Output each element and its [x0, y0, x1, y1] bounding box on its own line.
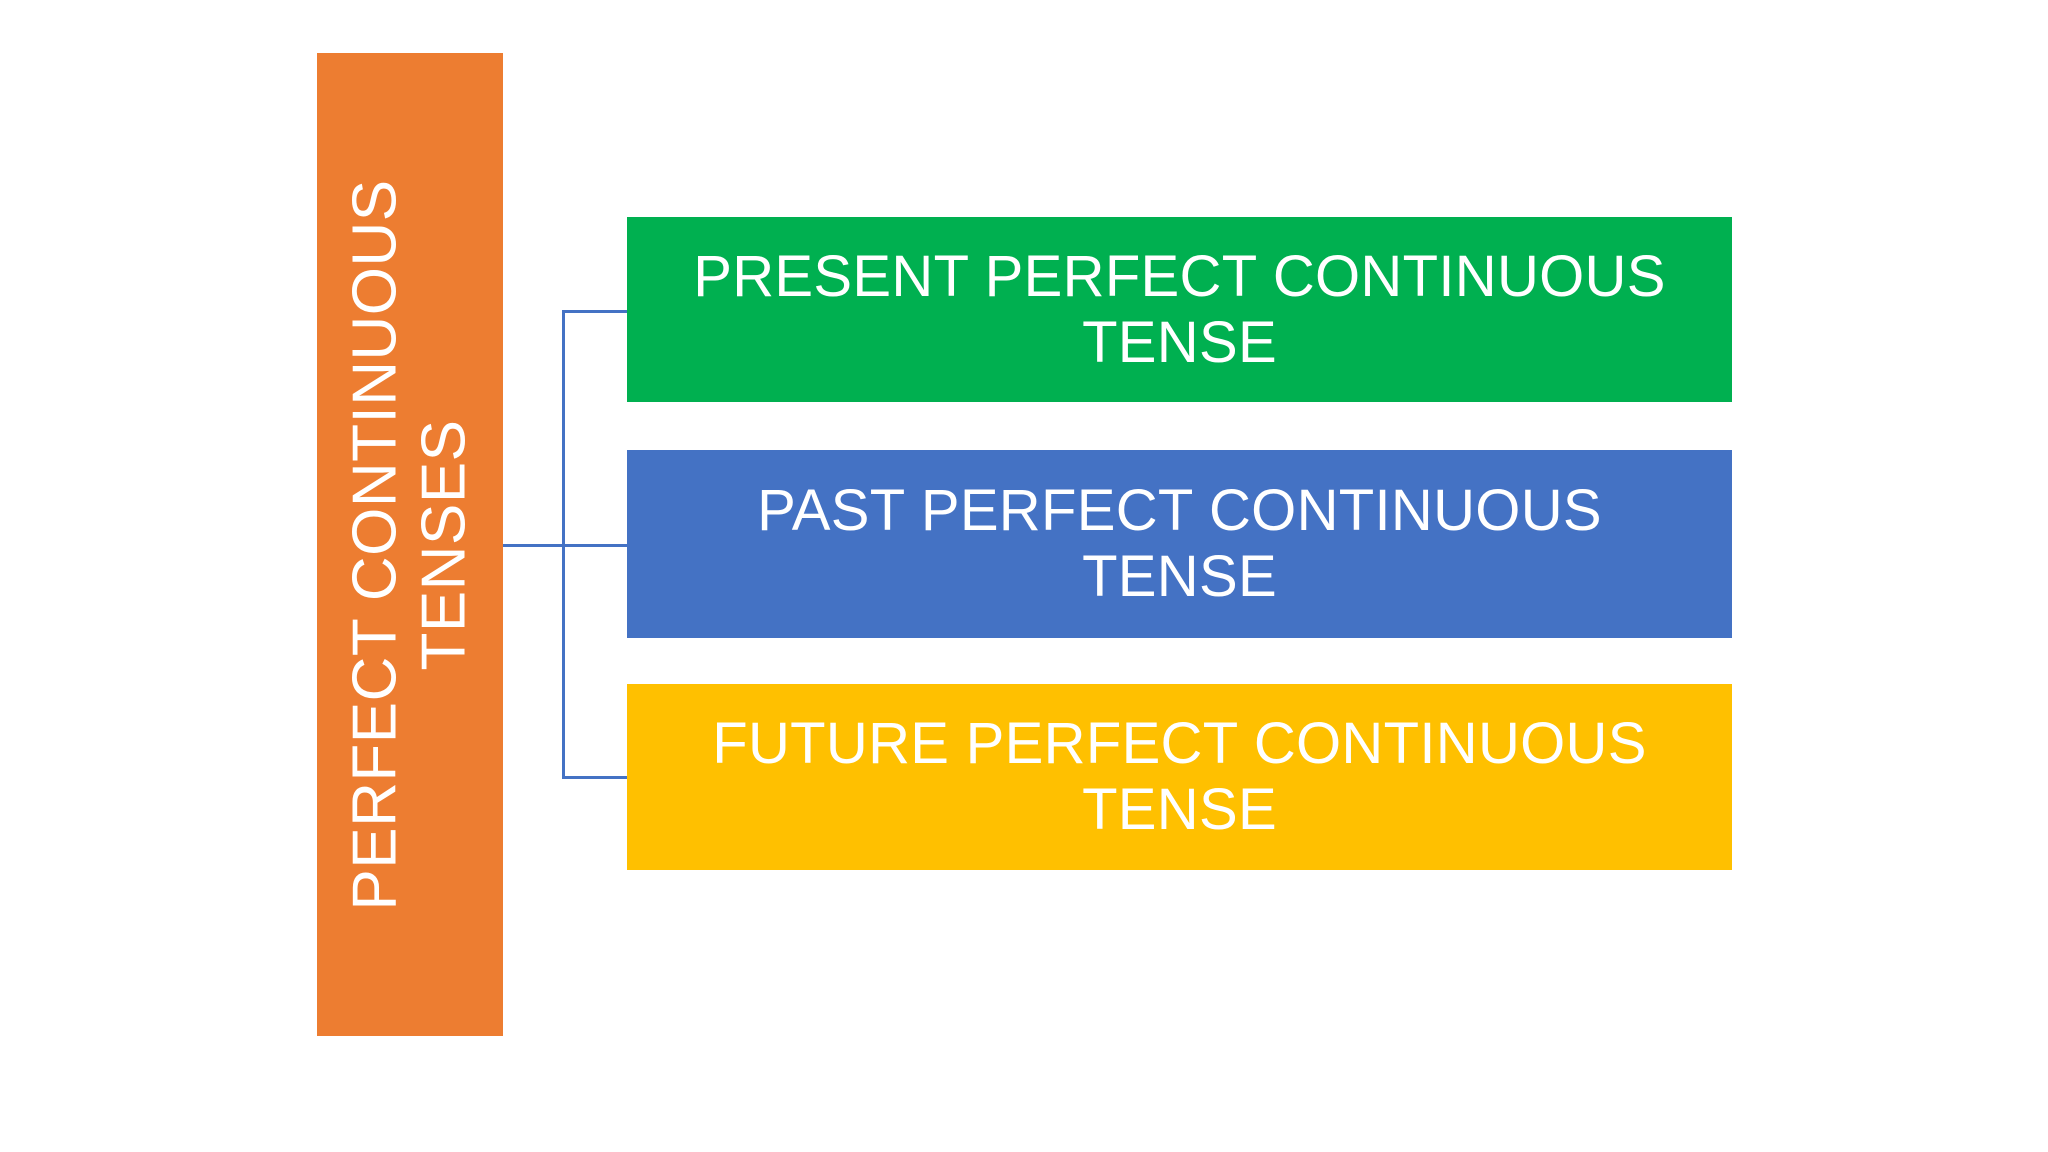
connector-branch-to-present — [562, 310, 628, 313]
node-past-perfect-continuous-label: PAST PERFECT CONTINUOUS TENSE — [757, 478, 1602, 609]
node-present-perfect-continuous[interactable]: PRESENT PERFECT CONTINUOUS TENSE — [627, 217, 1732, 402]
node-present-perfect-continuous-label: PRESENT PERFECT CONTINUOUS TENSE — [693, 243, 1666, 375]
root-node-label-line-2: TENSES — [410, 418, 480, 671]
node-past-perfect-continuous[interactable]: PAST PERFECT CONTINUOUS TENSE — [627, 450, 1732, 638]
connector-vertical-spine — [562, 310, 565, 779]
node-future-perfect-continuous[interactable]: FUTURE PERFECT CONTINUOUS TENSE — [627, 684, 1732, 870]
connector-root-stub — [503, 544, 565, 547]
connector-branch-to-past — [562, 544, 628, 547]
root-node-label-line-1: PERFECT CONTINUOUS — [340, 178, 410, 911]
node-future-perfect-continuous-label: FUTURE PERFECT CONTINUOUS TENSE — [712, 711, 1647, 842]
connector-branch-to-future — [562, 776, 628, 779]
root-node-text-rotation-wrapper: PERFECT CONTINUOUS TENSES — [317, 179, 503, 910]
root-node-perfect-continuous-tenses[interactable]: PERFECT CONTINUOUS TENSES — [317, 53, 503, 1036]
root-node-label: PERFECT CONTINUOUS TENSES — [341, 179, 480, 910]
